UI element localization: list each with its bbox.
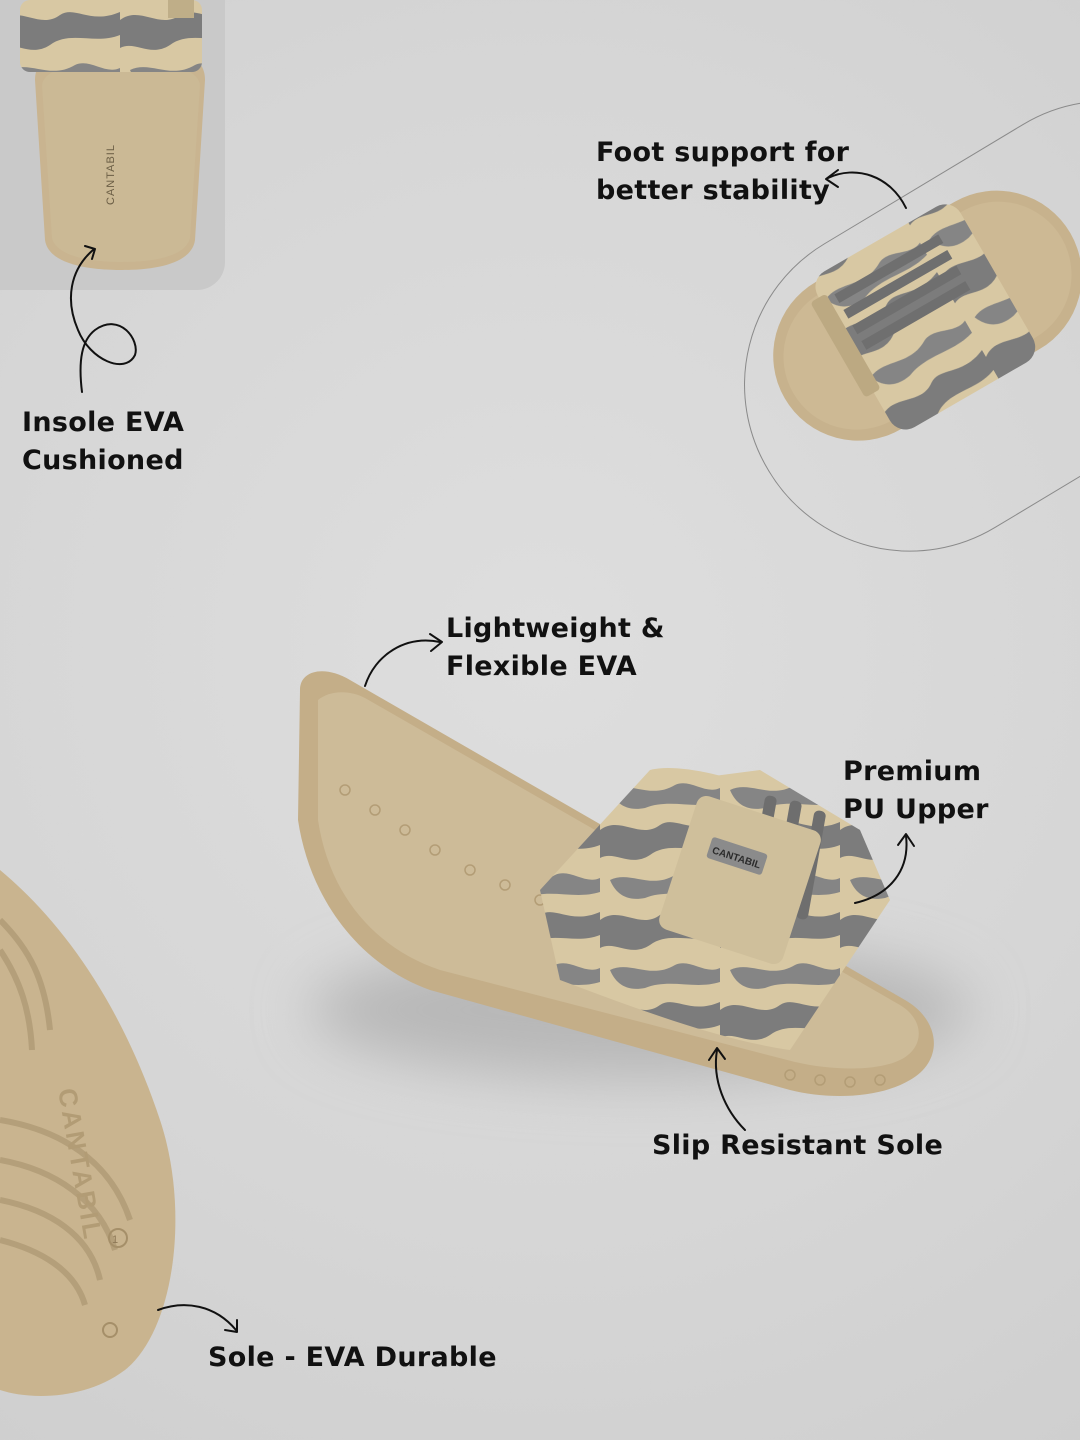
support-slide bbox=[773, 190, 1080, 441]
callout-lightweight-line2: Flexible EVA bbox=[446, 651, 637, 682]
upper-arrowhead bbox=[897, 833, 915, 847]
upper-arrow bbox=[854, 835, 908, 904]
callout-slip-line1: Slip Resistant Sole bbox=[652, 1130, 944, 1161]
callout-insole: Insole EVA Cushioned bbox=[22, 404, 184, 480]
support-arrow bbox=[827, 171, 907, 209]
sole-view bbox=[0, 870, 176, 1396]
slip-arrow bbox=[715, 1049, 746, 1131]
callout-upper-line1: Premium bbox=[843, 756, 982, 787]
insole-arrow bbox=[70, 249, 137, 393]
insole-arrowhead bbox=[84, 245, 96, 260]
sole-arrow bbox=[157, 1304, 237, 1331]
callout-foot-support-line1: Foot support for bbox=[596, 137, 850, 168]
support-arrowhead bbox=[825, 169, 839, 188]
callout-lightweight: Lightweight & Flexible EVA bbox=[446, 610, 665, 686]
callout-insole-line1: Insole EVA bbox=[22, 407, 185, 438]
callout-lightweight-line1: Lightweight & bbox=[446, 613, 665, 644]
callout-upper-line2: PU Upper bbox=[843, 794, 989, 825]
sole-number: 1 bbox=[112, 1234, 118, 1246]
callout-sole-line1: Sole - EVA Durable bbox=[208, 1342, 497, 1373]
callout-sole: Sole - EVA Durable bbox=[208, 1339, 497, 1377]
callout-slip: Slip Resistant Sole bbox=[652, 1127, 943, 1165]
callout-foot-support: Foot support for better stability bbox=[596, 134, 849, 210]
insole-slide bbox=[20, 0, 205, 270]
callout-insole-line2: Cushioned bbox=[22, 445, 184, 476]
lightweight-arrow bbox=[364, 639, 441, 687]
slip-arrowhead bbox=[708, 1047, 726, 1061]
callout-foot-support-line2: better stability bbox=[596, 175, 831, 206]
main-slide bbox=[298, 671, 934, 1096]
callout-upper: Premium PU Upper bbox=[843, 753, 989, 829]
sole-arrowhead bbox=[224, 1319, 238, 1333]
insole-brand-mark: CANTABIL bbox=[105, 144, 117, 205]
lightweight-arrowhead bbox=[429, 633, 443, 652]
